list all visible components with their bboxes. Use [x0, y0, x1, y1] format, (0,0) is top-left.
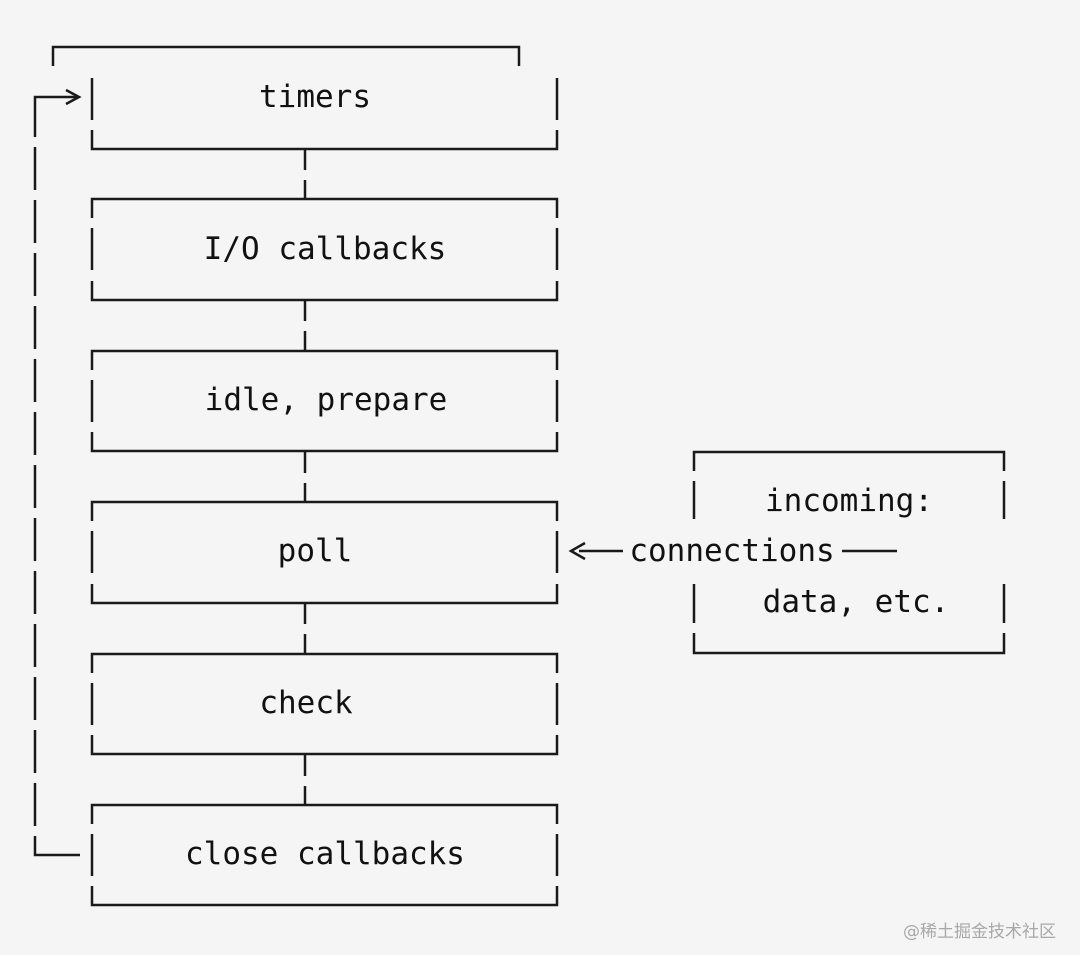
- phase-label-timers: timers: [259, 79, 371, 115]
- phase-box-io-callbacks: [90, 197, 559, 302]
- phase-box-check: [90, 652, 559, 756]
- loop-top-bracket: [51, 45, 521, 66]
- watermark: @稀土掘金技术社区: [903, 922, 1056, 942]
- phase-box-poll: [90, 500, 559, 605]
- phase-box-close-callbacks: [90, 803, 559, 907]
- phase-label-idle-prepare: idle, prepare: [204, 382, 448, 418]
- incoming-label-line2: data, etc.: [762, 584, 950, 620]
- incoming-label-line1: incoming:: [765, 483, 933, 519]
- incoming-box: [692, 450, 1006, 655]
- connections-arrow: [568, 541, 897, 561]
- loop-back-arrowhead: [65, 88, 82, 106]
- phase-label-poll: poll: [277, 533, 353, 569]
- connections-label: connections: [629, 533, 835, 569]
- loop-back-line: [33, 95, 80, 857]
- phase-label-close-callbacks: close callbacks: [185, 836, 465, 872]
- phase-label-io-callbacks: I/O callbacks: [203, 231, 447, 267]
- phase-box-idle-prepare: [90, 349, 559, 453]
- phase-label-check: check: [259, 685, 353, 721]
- phase-box-timers: [90, 78, 559, 151]
